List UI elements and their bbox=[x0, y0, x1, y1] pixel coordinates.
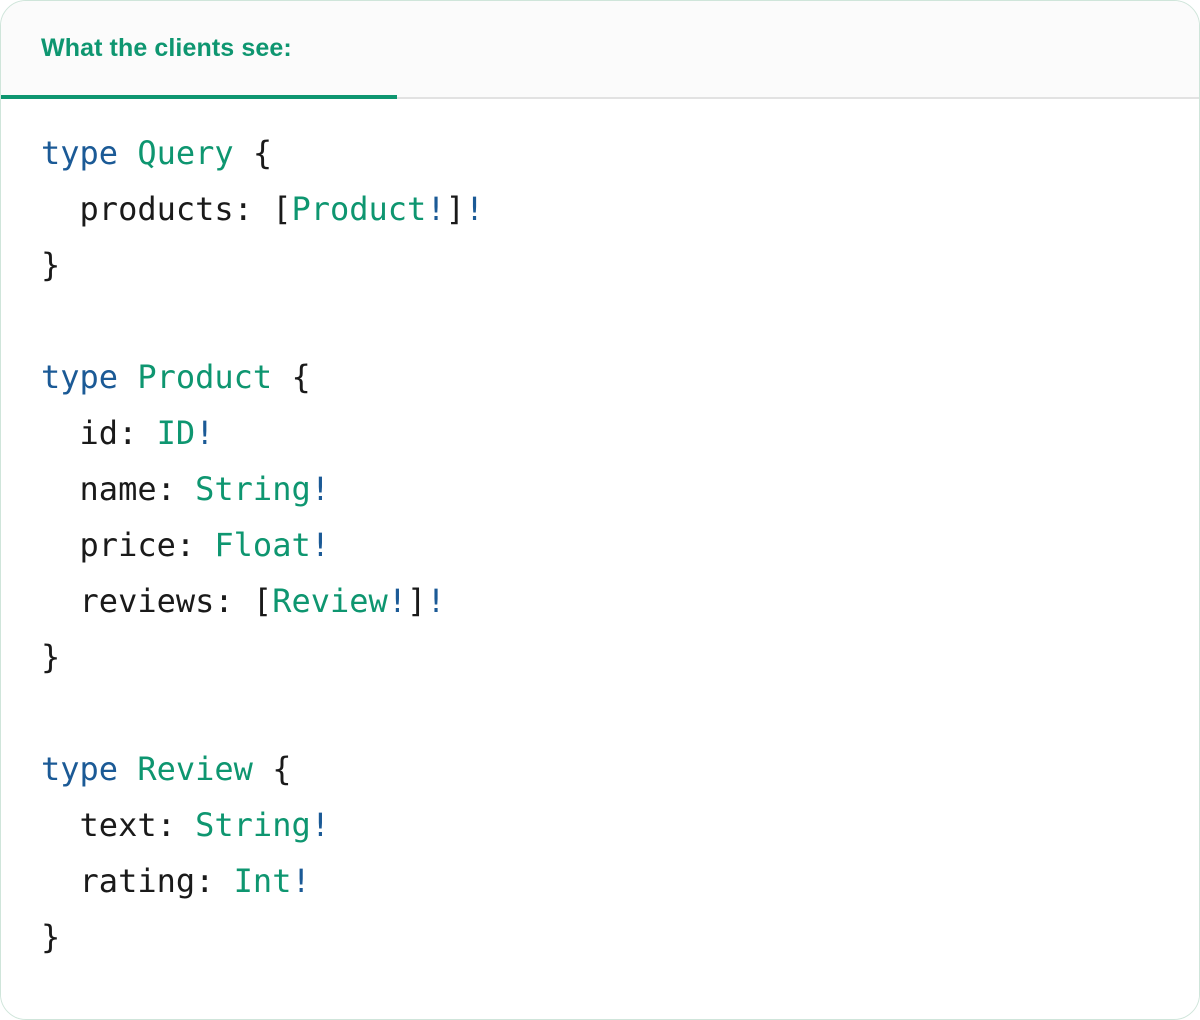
code-line: type Query { bbox=[41, 125, 1199, 181]
code-token-fld: name: bbox=[41, 470, 196, 508]
code-token-kw: type bbox=[41, 750, 119, 788]
code-token-punc: { bbox=[272, 750, 292, 788]
code-token-punc: } bbox=[41, 638, 61, 676]
code-token-tname: Review bbox=[272, 582, 388, 620]
code-token-fld: id: bbox=[41, 414, 157, 452]
code-token-punc bbox=[118, 358, 137, 396]
code-token-punc: } bbox=[41, 246, 61, 284]
code-token-tname: ID bbox=[156, 414, 196, 452]
code-line: price: Float! bbox=[41, 517, 1199, 573]
code-token-punc: [ bbox=[272, 190, 292, 228]
code-token-fld: reviews: bbox=[41, 582, 253, 620]
code-panel: type Query { products: [Product!]!} type… bbox=[1, 99, 1199, 1017]
code-token-punc: } bbox=[41, 918, 61, 956]
code-line: type Review { bbox=[41, 741, 1199, 797]
code-token-bang: ! bbox=[310, 470, 330, 508]
code-line: name: String! bbox=[41, 461, 1199, 517]
code-line bbox=[41, 685, 1199, 741]
tab-label: What the clients see: bbox=[41, 33, 292, 62]
tab-what-the-clients-see[interactable]: What the clients see: bbox=[1, 1, 397, 99]
code-token-fld: products: bbox=[41, 190, 273, 228]
code-line: } bbox=[41, 909, 1199, 965]
code-token-punc bbox=[118, 750, 137, 788]
code-token-tname: String bbox=[195, 470, 311, 508]
code-line: } bbox=[41, 237, 1199, 293]
code-line bbox=[41, 293, 1199, 349]
code-line: type Product { bbox=[41, 349, 1199, 405]
code-line: id: ID! bbox=[41, 405, 1199, 461]
code-token-punc: { bbox=[252, 134, 273, 172]
code-token-kw: type bbox=[41, 134, 119, 172]
code-token-punc: ] bbox=[407, 582, 427, 620]
code-token-tname: Product bbox=[291, 190, 427, 228]
code-token-bang: ! bbox=[464, 190, 485, 228]
code-token-bang: ! bbox=[426, 190, 446, 228]
code-token-punc bbox=[272, 358, 291, 396]
code-token-punc bbox=[253, 750, 272, 788]
code-token-tname: Product bbox=[137, 358, 273, 396]
code-line: reviews: [Review!]! bbox=[41, 573, 1199, 629]
code-token-tname: Float bbox=[214, 526, 311, 564]
code-token-tname: String bbox=[195, 806, 311, 844]
graphql-schema-code[interactable]: type Query { products: [Product!]!} type… bbox=[1, 125, 1199, 965]
code-token-tname: Query bbox=[137, 134, 234, 172]
code-token-bang: ! bbox=[195, 414, 215, 452]
code-line: } bbox=[41, 629, 1199, 685]
code-line: products: [Product!]! bbox=[41, 181, 1199, 237]
code-token-punc: { bbox=[291, 358, 311, 396]
code-token-fld: text: bbox=[41, 806, 196, 844]
code-token-fld: rating: bbox=[41, 862, 234, 900]
code-token-bang: ! bbox=[291, 862, 311, 900]
code-token-punc: [ bbox=[252, 582, 273, 620]
code-token-punc bbox=[118, 134, 137, 172]
tab-strip: What the clients see: bbox=[1, 1, 1199, 99]
code-token-bang: ! bbox=[310, 526, 330, 564]
code-token-punc: ] bbox=[445, 190, 465, 228]
code-token-tname: Review bbox=[137, 750, 253, 788]
code-line: text: String! bbox=[41, 797, 1199, 853]
code-token-fld: price: bbox=[41, 526, 215, 564]
code-token-tname: Int bbox=[233, 862, 292, 900]
code-token-kw: type bbox=[41, 358, 119, 396]
code-token-punc bbox=[234, 134, 253, 172]
code-token-bang: ! bbox=[426, 582, 446, 620]
code-token-bang: ! bbox=[387, 582, 408, 620]
code-token-bang: ! bbox=[310, 806, 330, 844]
code-line: rating: Int! bbox=[41, 853, 1199, 909]
